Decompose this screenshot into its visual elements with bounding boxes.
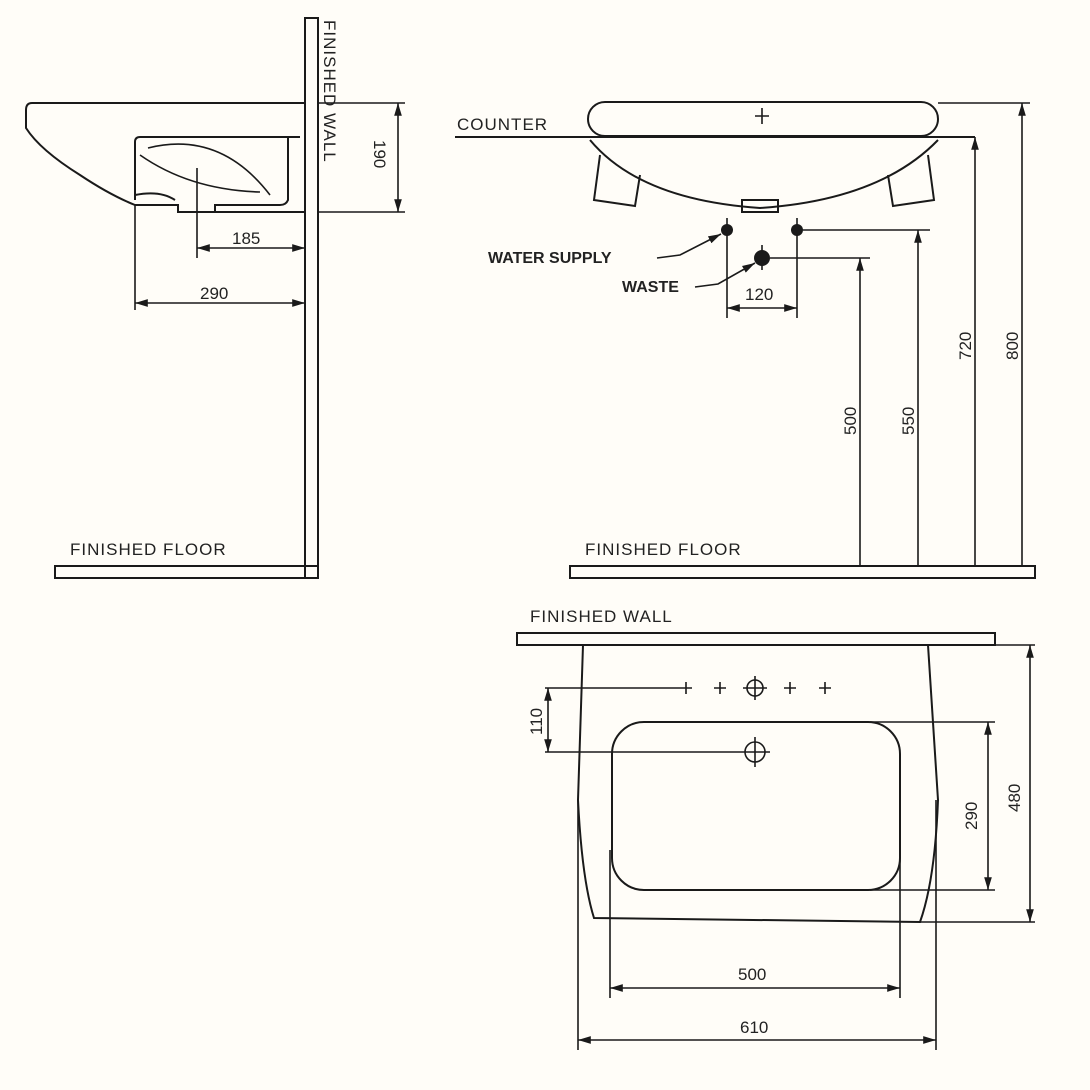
waste-leader xyxy=(694,262,756,288)
dim-800-label: 800 xyxy=(1003,332,1022,360)
crosshair-icon xyxy=(740,737,770,767)
right-bracket xyxy=(887,154,936,208)
waste-label: WASTE xyxy=(622,279,679,296)
basin-bowl xyxy=(134,136,300,212)
dim-290-label: 290 xyxy=(962,802,981,830)
dim-120-label: 120 xyxy=(745,285,773,304)
dim-610-label: 610 xyxy=(740,1018,768,1037)
tap-holes xyxy=(680,676,831,700)
dim-480-label: 480 xyxy=(1005,784,1024,812)
front-view: COUNTER 120 WATER SUPPLY WASTE 500 550 7… xyxy=(455,101,1036,579)
dim-500-label: 500 xyxy=(841,407,860,435)
plan-view: FINISHED WALL 110 290 480 500 xyxy=(516,607,1035,1050)
finished-wall xyxy=(516,632,996,646)
finished-wall-label: FINISHED WALL xyxy=(530,607,673,626)
crosshair-icon xyxy=(743,676,767,700)
tap-hole-icon xyxy=(819,682,831,694)
finished-floor-label: FINISHED FLOOR xyxy=(70,540,227,559)
finished-floor xyxy=(54,565,319,579)
dim-290-label: 290 xyxy=(200,284,228,303)
left-bracket xyxy=(592,154,641,208)
finished-wall xyxy=(304,17,319,579)
finished-floor xyxy=(569,565,1036,579)
dim-190-label: 190 xyxy=(370,140,389,168)
dim-110-label: 110 xyxy=(527,708,546,735)
waste-outlet xyxy=(741,199,779,213)
basin-bowl xyxy=(589,139,939,210)
bowl-curve xyxy=(139,143,271,196)
dim-185-label: 185 xyxy=(232,229,260,248)
tap-hole-icon xyxy=(755,108,769,124)
dim-720-label: 720 xyxy=(956,332,975,360)
counter-label: COUNTER xyxy=(457,115,548,134)
basin-bowl xyxy=(611,721,901,891)
basin-profile xyxy=(25,102,305,213)
water-supply-leader xyxy=(656,233,722,259)
finished-floor-label: FINISHED FLOOR xyxy=(585,540,742,559)
dim-550-label: 550 xyxy=(899,407,918,435)
finished-wall-label: FINISHED WALL xyxy=(320,20,339,163)
basin-rim xyxy=(587,101,939,137)
water-supply-label: WATER SUPPLY xyxy=(488,250,612,267)
side-view: 190 185 290 FINISHED WALL FINISHED FLOOR xyxy=(25,17,405,579)
tap-hole-icon xyxy=(714,682,726,694)
dim-500-label: 500 xyxy=(738,965,766,984)
basin-outline xyxy=(576,644,940,924)
tap-hole-icon xyxy=(784,682,796,694)
tap-hole-icon xyxy=(680,682,692,694)
